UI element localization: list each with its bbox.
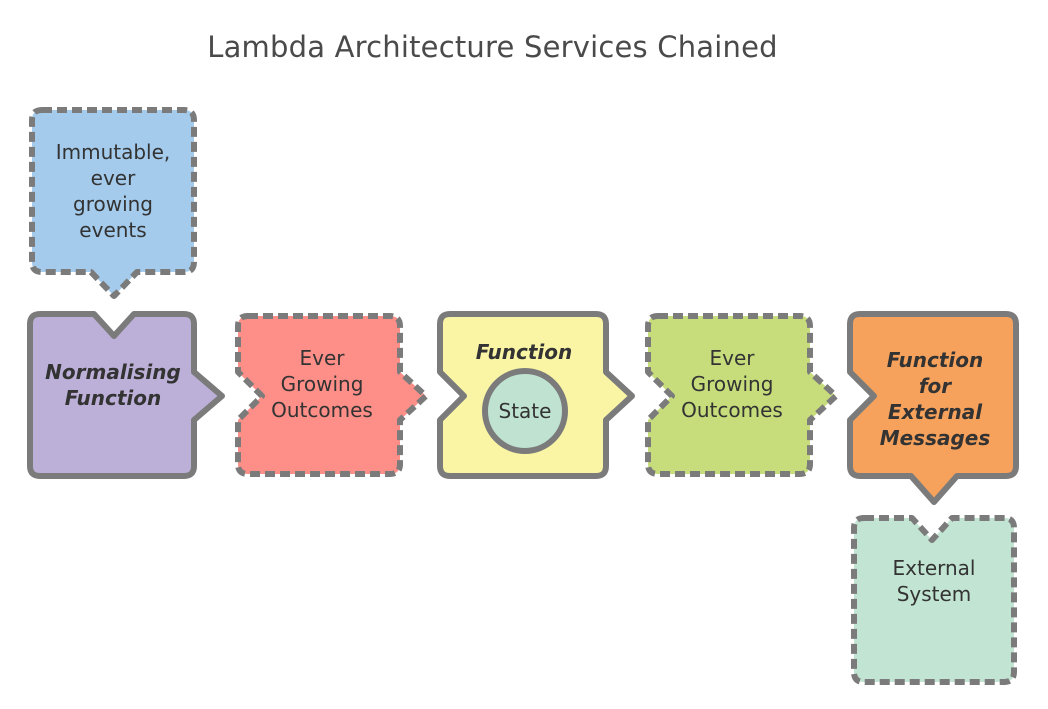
label-line: Outcomes: [681, 398, 783, 422]
label-line: Outcomes: [271, 398, 373, 422]
label-line: External: [887, 400, 983, 424]
function-label: Function: [440, 334, 608, 370]
label-line: ever: [90, 166, 136, 190]
state-label: State: [498, 399, 552, 423]
external-messages-box: [847, 311, 1019, 505]
events-box: [29, 107, 197, 299]
label-line: Function: [64, 386, 162, 410]
label-line: Ever: [709, 346, 755, 370]
label-line: Growing: [280, 372, 364, 396]
label-line: for: [918, 374, 952, 398]
normalising-function-box: [27, 311, 225, 479]
label-line: growing: [73, 192, 153, 216]
label-line: Immutable,: [55, 140, 171, 164]
label-line: Messages: [879, 426, 991, 450]
label-line: Function: [886, 348, 984, 372]
label-line: Function: [475, 340, 573, 364]
outcomes-box-2: [645, 313, 839, 477]
outcomes-box-1: [235, 313, 429, 477]
label-line: External: [892, 556, 976, 580]
external-system-box: [851, 515, 1017, 685]
label-line: events: [79, 218, 147, 242]
label-line: Normalising: [45, 360, 181, 384]
diagram-title: Lambda Architecture Services Chained: [207, 30, 778, 64]
label-line: Growing: [690, 372, 774, 396]
state-circle: [482, 368, 568, 454]
label-line: System: [896, 582, 972, 606]
label-line: Ever: [299, 346, 345, 370]
